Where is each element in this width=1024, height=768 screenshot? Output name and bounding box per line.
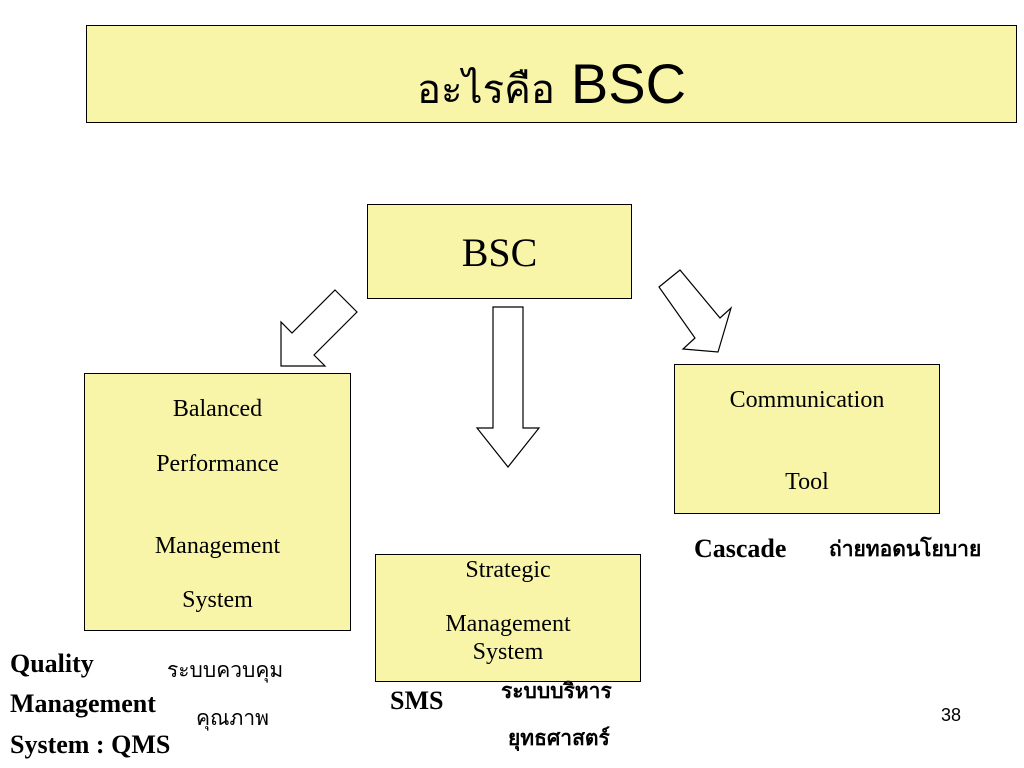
arrow-left-icon — [280, 289, 358, 367]
qms-line-1: Quality — [10, 649, 94, 678]
sms-label: SMS — [390, 686, 444, 715]
qms-line-2: Management — [10, 689, 156, 718]
bpm-line-2: Performance — [156, 451, 279, 477]
sms-box-line-2: Management — [445, 611, 571, 637]
bpm-line-3: Management — [154, 533, 281, 559]
bpm-line-1: Balanced — [172, 396, 263, 422]
arrow-right-icon — [658, 269, 733, 353]
arrow-down-icon — [475, 306, 541, 468]
sms-box-line-3: System — [472, 639, 544, 665]
cascade-label: Cascade — [694, 534, 787, 563]
sms-box-line-1: Strategic — [465, 557, 551, 583]
bsc-node-label: BSC — [461, 230, 538, 275]
qms-line-3: System : QMS — [10, 730, 171, 759]
sms-thai-line-2: ยุทธศาสตร์ — [508, 726, 610, 750]
title-bsc-text: BSC — [570, 52, 687, 115]
qms-thai-line-2: คุณภาพ — [196, 706, 270, 730]
qms-thai-line-1: ระบบควบคุม — [167, 658, 284, 682]
comm-line-2: Tool — [785, 469, 829, 495]
title-banner: อะไรคือ BSC — [86, 25, 1017, 123]
comm-line-1: Communication — [729, 387, 885, 413]
cascade-thai-label: ถ่ายทอดนโยบาย — [829, 537, 982, 561]
bpm-line-4: System — [182, 587, 253, 613]
communication-tool-node: Communication Tool — [674, 364, 940, 514]
page-number: 38 — [941, 705, 962, 725]
sms-thai-line-1: ระบบบริหาร — [501, 679, 612, 703]
strategic-management-node: Strategic Management System — [375, 554, 641, 682]
balanced-performance-node: Balanced Performance Management System — [84, 373, 351, 631]
title-thai-text: อะไรคือ — [416, 67, 555, 113]
bsc-node: BSC — [367, 204, 632, 299]
